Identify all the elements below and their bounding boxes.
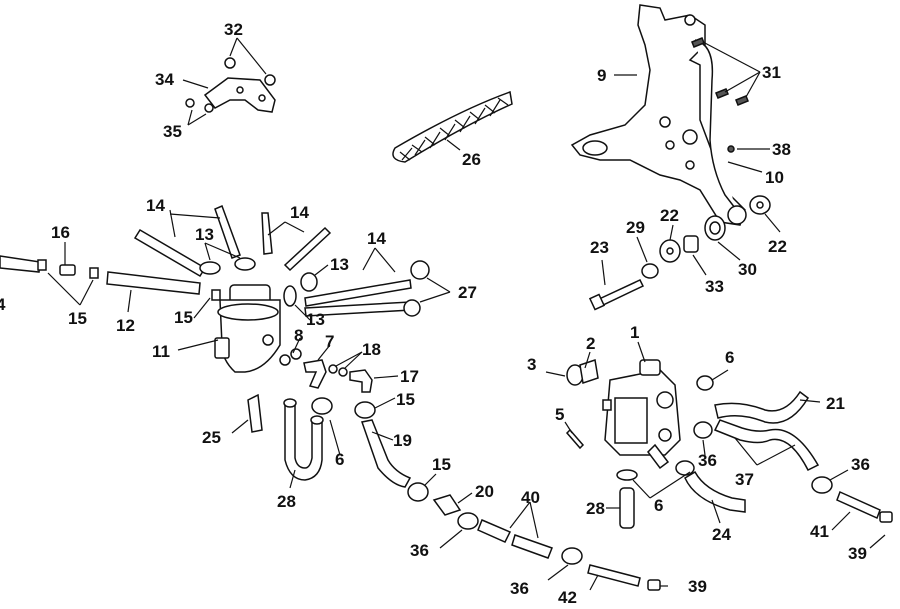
callout-7: 7 bbox=[325, 332, 334, 351]
callout-41: 41 bbox=[810, 522, 829, 541]
callout-24: 24 bbox=[712, 525, 731, 544]
clamp-36-right-a bbox=[693, 421, 713, 439]
callout-22-b: 22 bbox=[768, 237, 787, 256]
fitting-41 bbox=[836, 490, 881, 520]
hose-19 bbox=[361, 419, 412, 488]
clamp-6-left bbox=[311, 397, 333, 415]
callout-12: 12 bbox=[116, 316, 135, 335]
callout-27: 27 bbox=[458, 283, 477, 302]
callout-21: 21 bbox=[826, 394, 845, 413]
callout-36-a: 36 bbox=[410, 541, 429, 560]
callout-28-a: 28 bbox=[277, 492, 296, 511]
callout-36-c: 36 bbox=[698, 451, 717, 470]
fuel-filter-assembly bbox=[214, 284, 281, 373]
connector-chain-lower bbox=[432, 494, 661, 591]
clamp-6-right-c bbox=[616, 469, 638, 481]
hose-28-left bbox=[283, 398, 324, 481]
callout-14-a: 14 bbox=[146, 196, 165, 215]
hose-24 bbox=[684, 470, 746, 513]
hose-28-right bbox=[619, 487, 635, 529]
callout-15-d: 15 bbox=[432, 455, 451, 474]
clamp-15-lower bbox=[354, 401, 429, 502]
callout-40: 40 bbox=[521, 488, 540, 507]
callout-labels: 32 34 35 26 9 31 38 10 22 29 23 22 30 33… bbox=[0, 20, 870, 607]
callout-19: 19 bbox=[393, 431, 412, 450]
fittings-15-16 bbox=[37, 259, 221, 301]
callout-35: 35 bbox=[163, 122, 182, 141]
callout-25: 25 bbox=[202, 428, 221, 447]
small-bracket-assembly bbox=[185, 57, 276, 113]
hose-4 bbox=[0, 255, 41, 273]
callout-8: 8 bbox=[294, 326, 303, 345]
fittings-7-8-17-18 bbox=[279, 348, 373, 393]
callout-37: 37 bbox=[735, 470, 754, 489]
hose-12 bbox=[106, 271, 201, 295]
braided-sleeve bbox=[392, 90, 513, 163]
callout-30: 30 bbox=[738, 260, 757, 279]
callout-14-c: 14 bbox=[367, 229, 386, 248]
callout-39-b: 39 bbox=[848, 544, 867, 563]
callout-22-a: 22 bbox=[660, 206, 679, 225]
callout-15-c: 15 bbox=[396, 390, 415, 409]
callout-1: 1 bbox=[630, 323, 639, 342]
bolts-31 bbox=[691, 37, 749, 153]
callout-9: 9 bbox=[597, 66, 606, 85]
callout-4: 4 bbox=[0, 295, 6, 314]
callout-32: 32 bbox=[224, 20, 243, 39]
callout-11: 11 bbox=[152, 342, 170, 361]
callout-34: 34 bbox=[155, 70, 174, 89]
hose-37 bbox=[713, 419, 820, 472]
hose-21 bbox=[714, 390, 809, 424]
callout-26: 26 bbox=[462, 150, 481, 169]
bolt-washer-stack bbox=[588, 195, 771, 311]
callout-16: 16 bbox=[51, 223, 70, 242]
callout-13-c: 13 bbox=[306, 310, 325, 329]
callout-36-d: 36 bbox=[851, 455, 870, 474]
clamp-36-right-b bbox=[811, 476, 833, 494]
callout-14-b: 14 bbox=[290, 203, 309, 222]
callout-18: 18 bbox=[362, 340, 381, 359]
callout-39-a: 39 bbox=[688, 577, 707, 596]
callout-6-a: 6 bbox=[335, 450, 344, 469]
cap-39-right bbox=[879, 511, 893, 523]
callout-3: 3 bbox=[527, 355, 536, 374]
clip-25 bbox=[247, 393, 263, 433]
callout-36-b: 36 bbox=[510, 579, 529, 598]
fuel-pump-assembly bbox=[602, 359, 681, 470]
callout-20: 20 bbox=[475, 482, 494, 501]
callout-29: 29 bbox=[626, 218, 645, 237]
callout-6-b: 6 bbox=[725, 348, 734, 367]
callout-13-a: 13 bbox=[195, 225, 214, 244]
sensor-2-3 bbox=[566, 359, 599, 386]
callout-10: 10 bbox=[765, 168, 784, 187]
callout-15-a: 15 bbox=[68, 309, 87, 328]
screw-5 bbox=[565, 428, 585, 450]
clamp-6-right-a bbox=[696, 375, 714, 391]
callout-2: 2 bbox=[586, 334, 595, 353]
callout-5: 5 bbox=[555, 405, 564, 424]
callout-13-b: 13 bbox=[330, 255, 349, 274]
callout-42: 42 bbox=[558, 588, 577, 607]
callout-33: 33 bbox=[705, 277, 724, 296]
callout-23: 23 bbox=[590, 238, 609, 257]
clamp-6-right-b bbox=[675, 460, 695, 476]
callout-38: 38 bbox=[772, 140, 791, 159]
mounting-bracket bbox=[570, 4, 747, 226]
clamps-13 bbox=[199, 257, 430, 317]
callout-31: 31 bbox=[762, 63, 781, 82]
callout-17: 17 bbox=[400, 367, 419, 386]
callout-15-b: 15 bbox=[174, 308, 193, 327]
hoses-14 bbox=[133, 204, 412, 317]
callout-6-c: 6 bbox=[654, 496, 663, 515]
callout-28-b: 28 bbox=[586, 499, 605, 518]
